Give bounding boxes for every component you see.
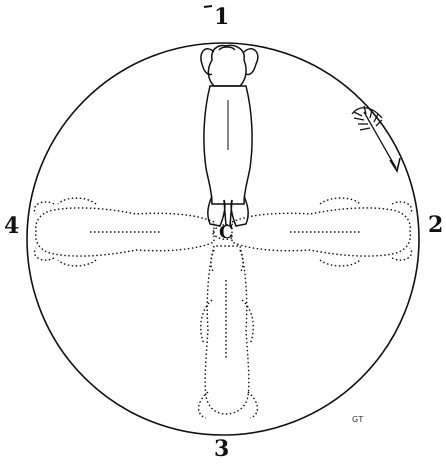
label-center: C [219,224,233,242]
label-position-1: 1 [214,6,229,28]
animal-position-4 [34,198,214,266]
animal-position-1 [201,46,258,226]
artist-signature: GT [352,415,364,424]
label-position-4: 4 [4,215,19,237]
top-tick-mark [204,6,212,7]
label-position-2: 2 [428,214,443,236]
label-position-3: 3 [214,438,229,460]
animal-position-3 [199,246,258,418]
animal-position-2 [212,198,412,266]
